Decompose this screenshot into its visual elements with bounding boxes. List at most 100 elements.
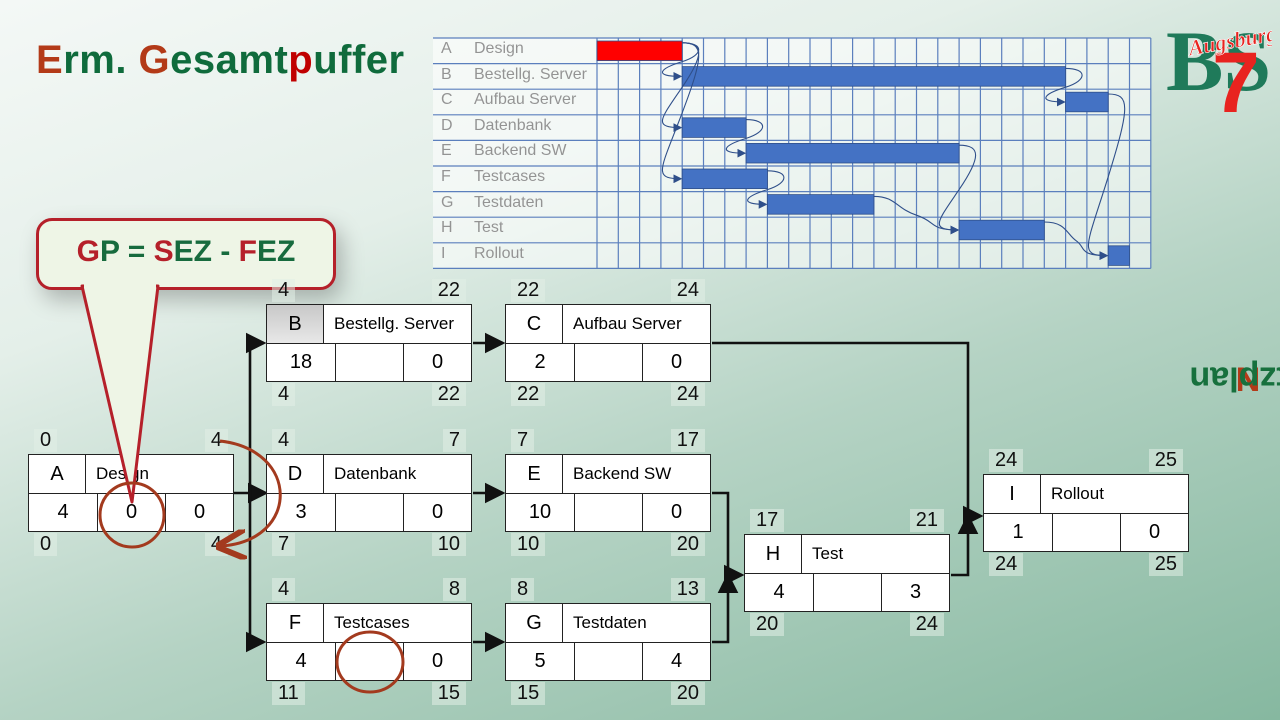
sez-value: 10 (431, 533, 466, 556)
duration-value: 4 (267, 643, 336, 680)
sez-value: 24 (670, 383, 705, 406)
text-part: G (138, 38, 171, 82)
network-connector (951, 513, 979, 577)
sez-value: 20 (670, 533, 705, 556)
network-node-E: 7 17 E Backend SW 10 0 10 20 (505, 428, 711, 558)
faz-value: 4 (272, 429, 296, 452)
text-part: EZ (257, 235, 296, 268)
gesamtpuffer-value (336, 494, 404, 531)
freier-puffer-value: 0 (193, 501, 206, 523)
faz-value: 8 (511, 578, 535, 601)
text-part: E (36, 38, 64, 82)
gesamtpuffer-value (336, 344, 404, 381)
node-box: H Test 4 3 (744, 534, 950, 612)
duration-value: 1 (984, 514, 1053, 551)
node-box: F Testcases 4 0 (266, 603, 472, 681)
gantt-bar-F (681, 168, 768, 190)
late-times: 0 4 (28, 532, 234, 558)
node-box: I Rollout 1 0 (983, 474, 1189, 552)
faz-value: 22 (511, 279, 546, 302)
faz-value: 4 (272, 279, 296, 302)
network-node-A: 0 4 A Design 4 0 0 0 4 (28, 428, 234, 558)
node-name: Design (96, 464, 149, 483)
network-connector (245, 332, 267, 493)
fez-value: 22 (431, 279, 466, 302)
text-part: esamt (170, 38, 289, 82)
node-id: D (267, 455, 324, 493)
network-connector (245, 493, 267, 653)
network-connector (712, 572, 739, 644)
freier-puffer-value: 0 (431, 351, 444, 373)
early-times: 0 4 (28, 428, 234, 454)
late-times: 24 25 (983, 552, 1189, 578)
text-part: EZ - (173, 235, 239, 268)
node-box: A Design 4 0 0 (28, 454, 234, 532)
node-name: Aufbau Server (573, 314, 682, 333)
early-times: 24 25 (983, 448, 1189, 474)
text-part: uffer (313, 38, 405, 82)
formula-text: GP = SEZ - FEZ (39, 235, 333, 269)
gantt-bar-H (958, 219, 1045, 241)
gesamtpuffer-value (575, 344, 643, 381)
duration-value: 3 (267, 494, 336, 531)
network-node-H: 17 21 H Test 4 3 20 24 (744, 508, 950, 638)
gantt-bar-B (681, 66, 1067, 87)
node-name: Rollout (1051, 484, 1104, 503)
fez-value: 17 (670, 429, 705, 452)
late-times: 20 24 (744, 612, 950, 638)
freier-puffer-value: 0 (431, 501, 444, 523)
node-id: I (984, 475, 1041, 513)
fez-value: 8 (442, 578, 466, 601)
network-node-B: 4 22 B Bestellg. Server 18 0 4 22 (266, 278, 472, 408)
network-node-D: 4 7 D Datenbank 3 0 7 10 (266, 428, 472, 558)
early-times: 4 22 (266, 278, 472, 304)
saz-value: 0 (34, 533, 58, 556)
sez-value: 22 (431, 383, 466, 406)
late-times: 11 15 (266, 681, 472, 707)
freier-puffer-value: 0 (670, 351, 683, 373)
gesamtpuffer-value (814, 574, 882, 611)
node-box: G Testdaten 5 4 (505, 603, 711, 681)
late-times: 7 10 (266, 532, 472, 558)
gesamtpuffer-value (1053, 514, 1121, 551)
node-name: Testcases (334, 613, 410, 632)
duration-value: 4 (745, 574, 814, 611)
network-node-F: 4 8 F Testcases 4 0 11 15 (266, 577, 472, 707)
gantt-bar-A (596, 40, 683, 62)
gantt-bar-C (1065, 91, 1109, 113)
text-part: F (238, 235, 257, 268)
gantt-bar-G (767, 194, 875, 215)
early-times: 8 13 (505, 577, 711, 603)
node-box: E Backend SW 10 0 (505, 454, 711, 532)
node-id: E (506, 455, 563, 493)
network-connector (712, 341, 984, 527)
sez-value: 25 (1148, 553, 1183, 576)
fez-value: 13 (670, 578, 705, 601)
gesamtpuffer-value (336, 643, 404, 680)
late-times: 4 22 (266, 382, 472, 408)
text-part: P = (99, 235, 154, 268)
freier-puffer-value: 0 (670, 501, 683, 523)
node-id: B (267, 305, 324, 343)
faz-value: 7 (511, 429, 535, 452)
freier-puffer-value: 0 (431, 650, 444, 672)
network-node-I: 24 25 I Rollout 1 0 24 25 (983, 448, 1189, 578)
node-name: Testdaten (573, 613, 647, 632)
freier-puffer-value: 0 (1148, 521, 1161, 543)
node-id: F (267, 604, 324, 642)
saz-value: 15 (511, 682, 546, 705)
school-logo: BS 7 Augsburg (1166, 12, 1272, 112)
text-part: G (76, 235, 100, 268)
faz-value: 4 (272, 578, 296, 601)
duration-value: 18 (267, 344, 336, 381)
network-connector (712, 491, 745, 586)
node-name: Bestellg. Server (334, 314, 454, 333)
gantt-dependency-arrow (1045, 67, 1083, 107)
gesamtpuffer-value: 0 (98, 494, 166, 531)
network-node-G: 8 13 G Testdaten 5 4 15 20 (505, 577, 711, 707)
gantt-dependency-arrow (661, 42, 700, 184)
saz-value: 10 (511, 533, 546, 556)
gesamtpuffer-value (575, 494, 643, 531)
node-id: H (745, 535, 802, 573)
